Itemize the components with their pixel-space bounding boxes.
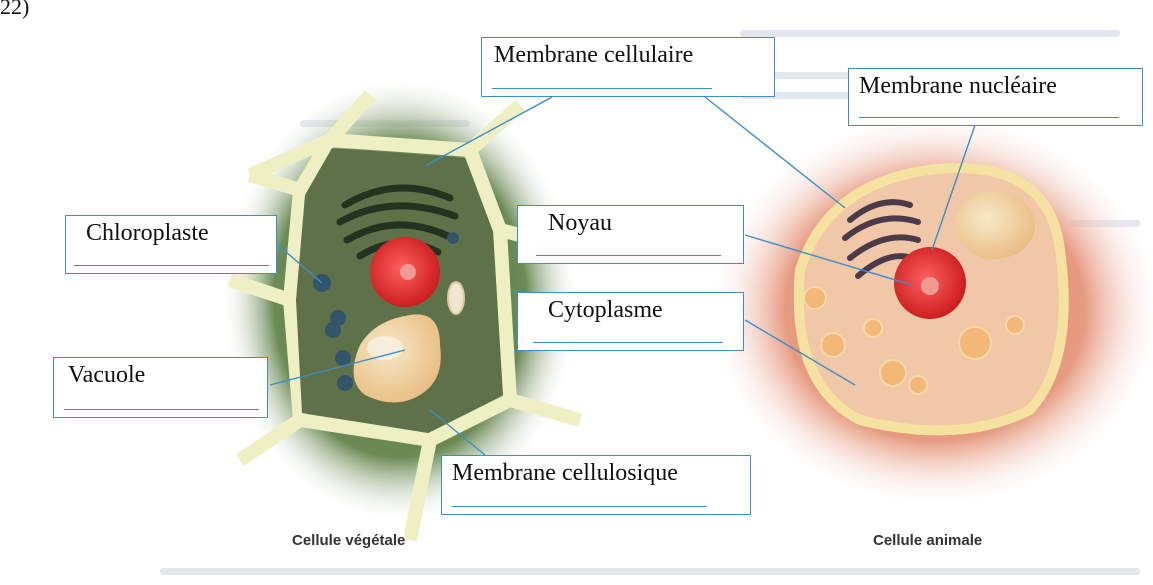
label-noyau-underline bbox=[536, 255, 721, 256]
label-chloroplaste: Chloroplaste bbox=[65, 215, 277, 274]
label-cytoplasme-underline bbox=[533, 342, 723, 343]
label-membrane-cellulaire-text: Membrane cellulaire bbox=[494, 42, 774, 69]
animal-nucleolus bbox=[921, 277, 939, 295]
caption-cellule-vegetale: Cellule végétale bbox=[292, 532, 405, 549]
label-membrane-cellulosique-underline bbox=[452, 506, 707, 507]
plant-vesicle bbox=[448, 282, 464, 314]
label-vacuole: Vacuole bbox=[53, 357, 268, 418]
label-membrane-nucleaire-text: Membrane nucléaire bbox=[859, 73, 1142, 100]
plant-vacuole-highlight bbox=[367, 336, 403, 360]
label-cytoplasme-text: Cytoplasme bbox=[548, 297, 743, 324]
animal-cell bbox=[705, 110, 1153, 510]
label-membrane-nucleaire: Membrane nucléaire bbox=[848, 68, 1143, 126]
caption-cellule-animale: Cellule animale bbox=[873, 532, 982, 549]
label-chloroplaste-underline bbox=[74, 265, 269, 266]
plant-nucleolus bbox=[400, 264, 416, 280]
label-noyau: Noyau bbox=[517, 205, 744, 264]
label-membrane-cellulaire: Membrane cellulaire bbox=[481, 37, 775, 97]
label-membrane-cellulosique-text: Membrane cellulosique bbox=[452, 460, 750, 487]
label-membrane-nucleaire-underline bbox=[859, 117, 1119, 118]
label-chloroplaste-text: Chloroplaste bbox=[86, 220, 276, 247]
label-membrane-cellulaire-underline bbox=[492, 88, 712, 89]
label-vacuole-text: Vacuole bbox=[68, 362, 267, 389]
label-vacuole-underline bbox=[64, 409, 259, 410]
animal-large-vacuole bbox=[955, 191, 1035, 259]
label-noyau-text: Noyau bbox=[548, 210, 743, 237]
label-membrane-cellulosique: Membrane cellulosique bbox=[441, 455, 751, 515]
label-cytoplasme: Cytoplasme bbox=[517, 292, 744, 351]
